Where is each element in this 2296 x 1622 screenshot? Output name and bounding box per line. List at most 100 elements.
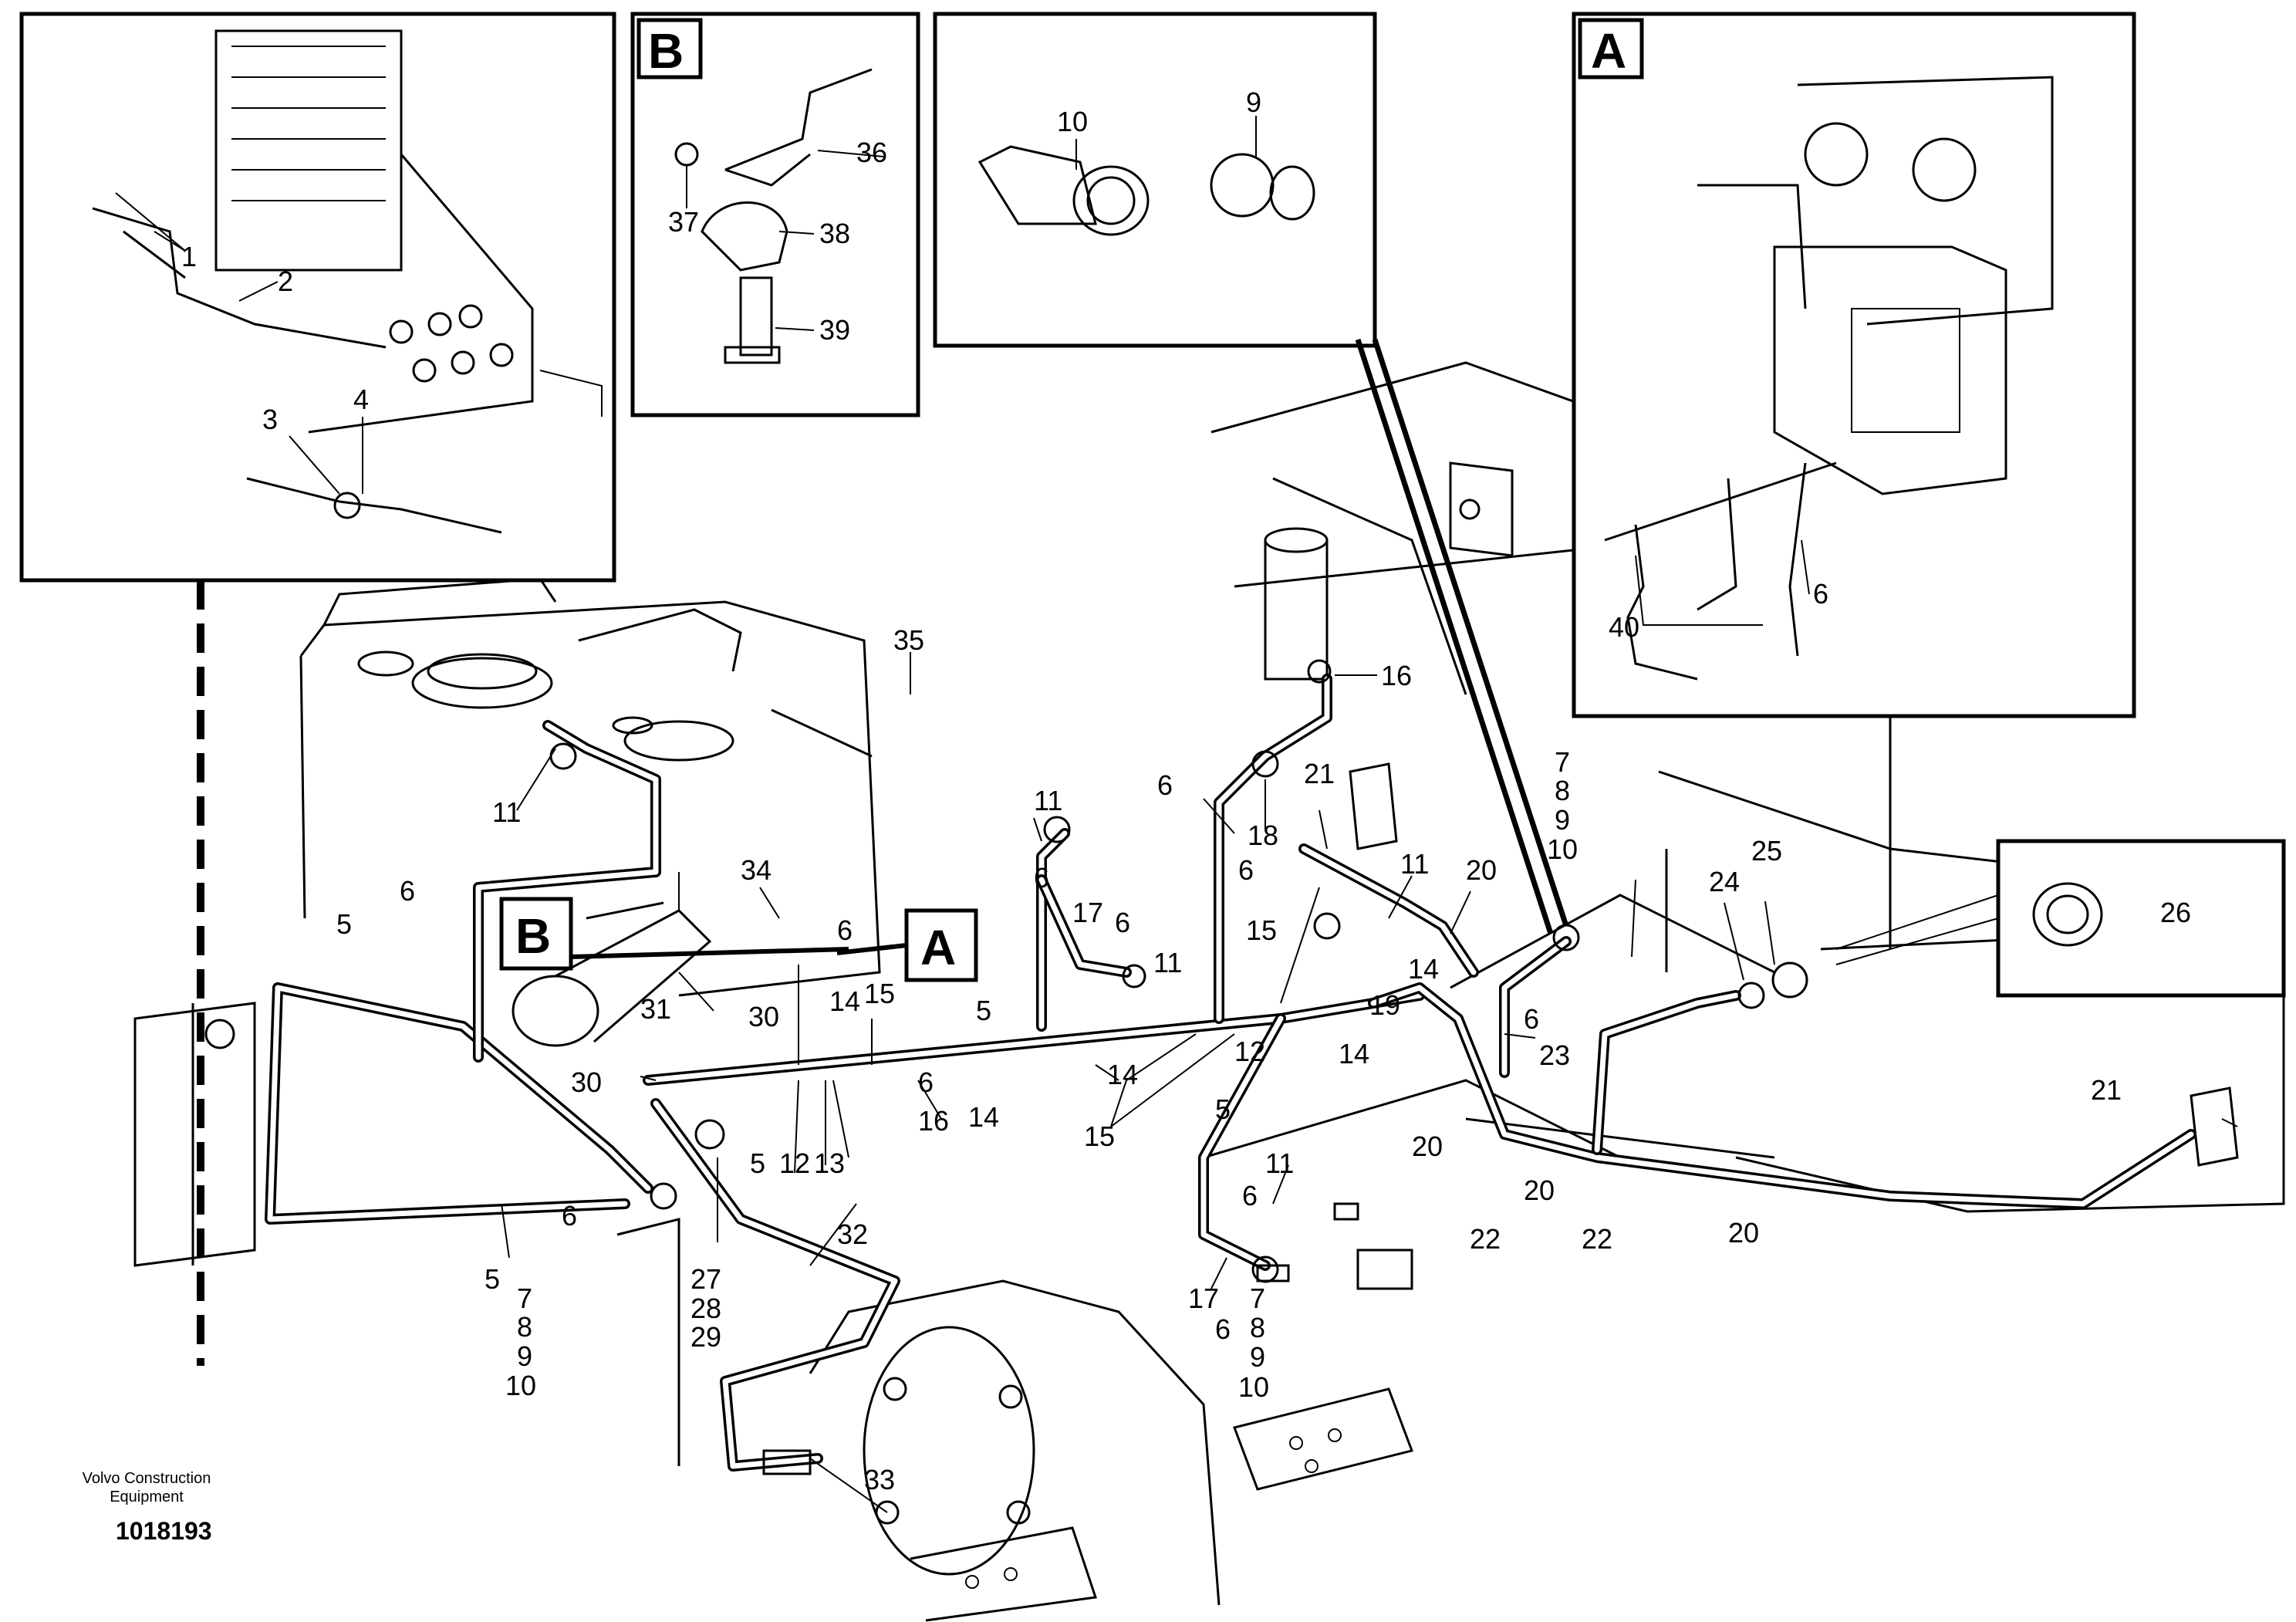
callout: 35 <box>893 624 924 656</box>
callout: 14 <box>1107 1059 1138 1090</box>
callout: 16 <box>1381 660 1412 691</box>
callout: 30 <box>748 1001 779 1032</box>
callout: 28 <box>690 1293 721 1324</box>
callout: 6 <box>1157 769 1173 801</box>
ref-label-a: A <box>920 920 956 975</box>
callout: 5 <box>976 995 991 1026</box>
callout: 22 <box>1470 1223 1501 1255</box>
callout: 26 <box>2160 897 2191 928</box>
callout: 20 <box>1466 854 1497 886</box>
detail-label-a: A <box>1591 23 1626 79</box>
callout: 14 <box>829 985 860 1017</box>
credit-line-2: Equipment <box>110 1489 184 1505</box>
callout: 20 <box>1524 1174 1555 1206</box>
callout: 36 <box>856 137 887 168</box>
callout: 32 <box>837 1218 868 1250</box>
detail-label-b: B <box>648 23 684 79</box>
callout: 10 <box>505 1370 536 1401</box>
callout: 6 <box>1115 907 1130 938</box>
callout: 15 <box>1246 914 1277 946</box>
callout: 9 <box>1250 1341 1265 1373</box>
callout: 17 <box>1188 1282 1219 1314</box>
callout: 9 <box>517 1340 532 1372</box>
callout: 37 <box>668 206 699 238</box>
callout: 8 <box>517 1311 532 1343</box>
callout: 6 <box>400 875 415 907</box>
detail-connector-panel <box>19 12 616 583</box>
callout: 6 <box>562 1200 577 1232</box>
leader-lines <box>115 116 2238 1513</box>
callout: 5 <box>1215 1093 1231 1125</box>
callout: 20 <box>1728 1217 1759 1249</box>
callout: 30 <box>571 1066 602 1098</box>
callout: 17 <box>1072 897 1103 928</box>
callout: 11 <box>1153 947 1182 978</box>
zoom-connectors <box>197 338 1569 1366</box>
callout: 15 <box>1084 1120 1115 1152</box>
callout: 6 <box>1034 862 1049 894</box>
callout: 6 <box>1524 1003 1539 1035</box>
callout: 8 <box>1250 1312 1265 1343</box>
callout: 2 <box>278 265 293 297</box>
detail-a-junction <box>1572 12 2136 718</box>
callout: 14 <box>1408 953 1439 985</box>
callout: 21 <box>1304 758 1335 789</box>
callout: 24 <box>1709 866 1740 897</box>
callout: 38 <box>819 218 850 249</box>
callout: 1 <box>181 241 197 272</box>
credit-line-1: Volvo Construction <box>83 1470 211 1487</box>
callout: 11 <box>492 796 521 828</box>
callout: 6 <box>918 1066 934 1098</box>
callout: 18 <box>1248 819 1278 851</box>
hose-lines <box>265 674 2196 1472</box>
callout-numbers: 1 2 3 4 10 9 36 37 38 39 40 6 35 16 11 6… <box>181 86 2191 1495</box>
callout: 40 <box>1609 611 1639 643</box>
callout: 10 <box>1547 833 1578 865</box>
reference-markers <box>499 897 978 982</box>
callout: 20 <box>1412 1130 1443 1162</box>
callout: 25 <box>1751 835 1782 867</box>
callout: 3 <box>262 404 278 435</box>
callout: 5 <box>485 1263 500 1295</box>
callout: 31 <box>640 993 671 1025</box>
callout: 16 <box>918 1105 949 1137</box>
callout: 9 <box>1246 86 1261 118</box>
callout: 7 <box>517 1282 532 1314</box>
callout: 5 <box>336 908 352 940</box>
callout: 6 <box>837 914 853 946</box>
callout: 12 <box>779 1147 810 1179</box>
callout: 12 <box>1234 1036 1265 1067</box>
callout: 7 <box>1250 1282 1265 1314</box>
callout: 23 <box>1539 1039 1570 1071</box>
callout: 8 <box>1555 775 1570 806</box>
callout: 33 <box>864 1464 895 1495</box>
callout: 6 <box>1238 854 1254 886</box>
callout: 19 <box>1369 989 1400 1021</box>
callout: 11 <box>1265 1147 1294 1179</box>
callout: 9 <box>1555 804 1570 836</box>
callout: 29 <box>690 1321 721 1353</box>
callout: 10 <box>1238 1371 1269 1403</box>
callout: 11 <box>1034 785 1062 816</box>
detail-b-clamp <box>630 12 920 417</box>
callout: 4 <box>353 384 369 415</box>
callout: 39 <box>819 314 850 346</box>
detail-fittings <box>933 12 1377 348</box>
callout: 10 <box>1057 106 1088 137</box>
callout: 34 <box>741 854 772 886</box>
callout: 5 <box>750 1147 765 1179</box>
callout: 21 <box>2091 1074 2122 1106</box>
callout: 27 <box>690 1263 721 1295</box>
callout: 14 <box>1339 1038 1369 1070</box>
callout: 6 <box>1215 1313 1231 1345</box>
callout: 22 <box>1582 1223 1612 1255</box>
callout: 13 <box>814 1147 845 1179</box>
detail-plug <box>1835 839 2286 998</box>
fittings <box>549 659 1808 1475</box>
callout: 6 <box>1242 1180 1258 1211</box>
ref-label-b: B <box>515 908 551 964</box>
callout: 15 <box>864 978 895 1009</box>
callout: 11 <box>1400 848 1429 880</box>
callout: 6 <box>1813 578 1828 610</box>
